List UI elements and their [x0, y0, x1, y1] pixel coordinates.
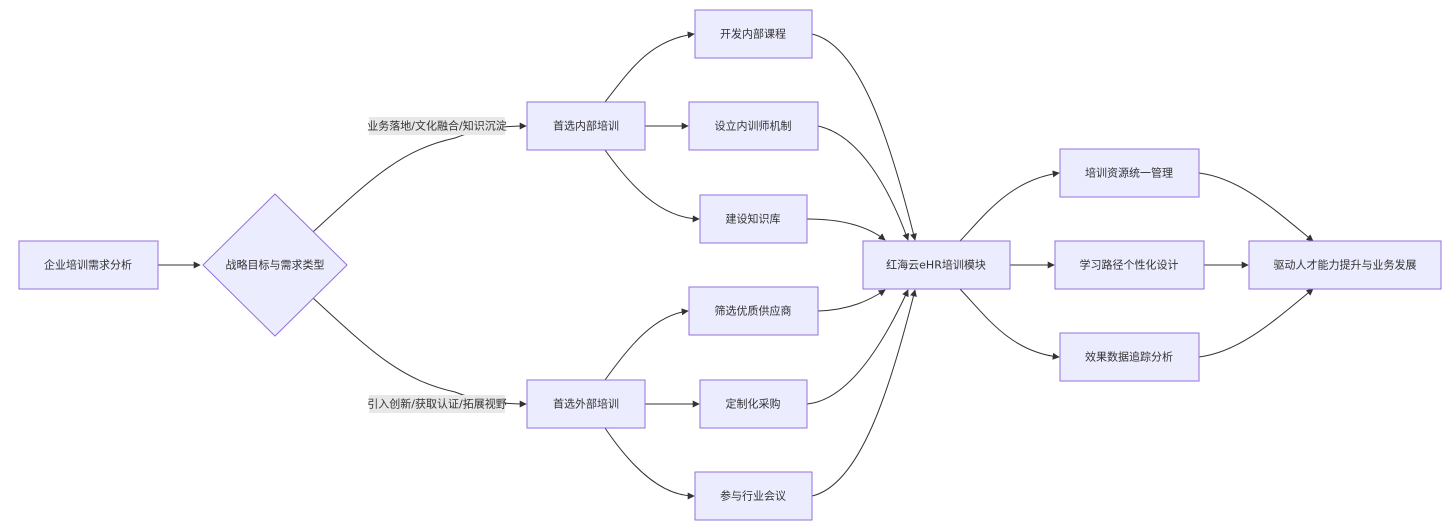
- edge-resources-to-outcome: [1198, 172, 1314, 242]
- node-internal-training: 首选内部培训: [526, 101, 646, 151]
- edge-suppliers-to-ehr: [817, 289, 886, 312]
- edge-courses-to-ehr: [811, 33, 917, 241]
- node-strategy-decision: 战略目标与需求类型: [202, 193, 348, 337]
- edge-procurement-to-ehr: [806, 289, 909, 405]
- node-internal-trainers: 设立内训师机制: [688, 101, 819, 151]
- edges: [158, 31, 1314, 500]
- edge-label-external: 引入创新/获取认证/拓展视野: [367, 395, 507, 413]
- edge-ehr-to-analytics: [959, 288, 1060, 360]
- edge-knowledge-to-ehr: [806, 218, 886, 241]
- node-custom-procurement: 定制化采购: [699, 379, 808, 429]
- node-training-needs-analysis-label: 企业培训需求分析: [44, 258, 132, 272]
- node-select-suppliers: 筛选优质供应商: [688, 286, 819, 336]
- node-develop-courses-label: 开发内部课程: [720, 27, 786, 41]
- edge-decision-to-internal: [312, 122, 527, 233]
- node-ehr-training-module-label: 红海云eHR培训模块: [886, 258, 986, 272]
- edge-decision-to-external: [312, 297, 527, 408]
- node-resource-management: 培训资源统一管理: [1059, 148, 1200, 198]
- edge-conference-to-ehr: [811, 289, 917, 497]
- node-industry-conference-label: 参与行业会议: [720, 489, 786, 503]
- node-develop-courses: 开发内部课程: [694, 9, 813, 59]
- edge-external-to-suppliers: [604, 308, 689, 381]
- node-ehr-training-module: 红海云eHR培训模块: [862, 240, 1011, 290]
- edge-trainers-to-ehr: [817, 125, 910, 241]
- node-talent-business-outcome-label: 驱动人才能力提升与业务发展: [1274, 258, 1417, 272]
- edge-ehr-to-resources: [959, 170, 1060, 242]
- edge-internal-to-courses: [604, 31, 695, 103]
- node-internal-trainers-label: 设立内训师机制: [715, 119, 792, 133]
- node-effect-analytics-label: 效果数据追踪分析: [1085, 350, 1173, 364]
- node-learning-path-design: 学习路径个性化设计: [1054, 240, 1205, 290]
- node-learning-path-design-label: 学习路径个性化设计: [1080, 258, 1179, 272]
- node-strategy-decision-label: 战略目标与需求类型: [226, 258, 325, 272]
- edge-external-to-conference: [604, 427, 695, 500]
- edge-label-internal-text: 业务落地/文化融合/知识沉淀: [367, 119, 506, 133]
- node-resource-management-label: 培训资源统一管理: [1085, 166, 1173, 180]
- node-external-training-label: 首选外部培训: [553, 397, 619, 411]
- node-custom-procurement-label: 定制化采购: [726, 397, 781, 411]
- edge-label-internal: 业务落地/文化融合/知识沉淀: [367, 117, 507, 135]
- edge-label-external-text: 引入创新/获取认证/拓展视野: [367, 397, 506, 411]
- node-select-suppliers-label: 筛选优质供应商: [715, 304, 792, 318]
- node-training-needs-analysis: 企业培训需求分析: [18, 240, 159, 290]
- node-external-training: 首选外部培训: [526, 379, 646, 429]
- node-internal-training-label: 首选内部培训: [553, 119, 619, 133]
- node-effect-analytics: 效果数据追踪分析: [1059, 332, 1200, 382]
- node-knowledge-base: 建设知识库: [699, 194, 808, 244]
- node-knowledge-base-label: 建设知识库: [726, 212, 781, 226]
- node-talent-business-outcome: 驱动人才能力提升与业务发展: [1248, 240, 1442, 290]
- edge-analytics-to-outcome: [1198, 288, 1314, 358]
- node-industry-conference: 参与行业会议: [694, 471, 813, 521]
- edge-internal-to-knowledge: [604, 149, 700, 223]
